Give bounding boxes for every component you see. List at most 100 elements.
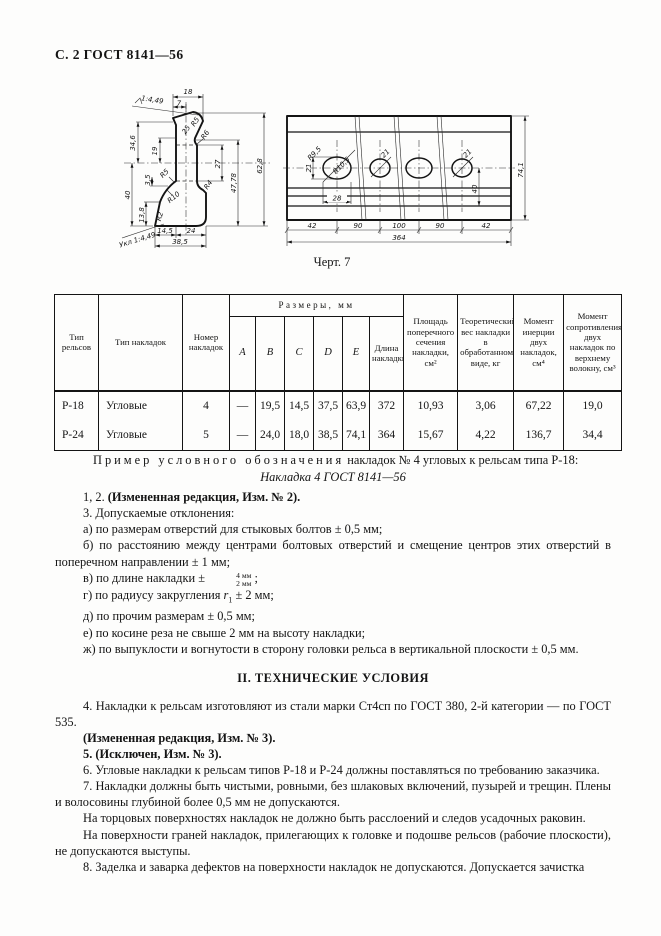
item-3v-text: в) по длине накладки ± bbox=[83, 570, 209, 585]
col-header-b: B bbox=[255, 316, 285, 391]
radius-subscript: 1 bbox=[228, 595, 233, 605]
cell-e: 74,1 bbox=[342, 420, 370, 450]
cell-c: 14,5 bbox=[284, 389, 314, 421]
item-7-sub1: На торцовых поверхностях накладок не дол… bbox=[83, 811, 586, 826]
dim-label: 38,5 bbox=[172, 238, 188, 246]
dim-label: 34,6 bbox=[129, 135, 137, 151]
figure-caption: Черт. 7 bbox=[313, 255, 351, 269]
dim-label: 40 bbox=[124, 190, 132, 199]
cell-num: 4 bbox=[182, 389, 230, 421]
section-dimension-lines bbox=[121, 94, 268, 248]
item-3: 3. Допускаемые отклонения: bbox=[83, 506, 235, 521]
dim-label: 14,5 bbox=[157, 227, 173, 235]
col-header-pad-number: Номер накладок bbox=[182, 294, 230, 391]
example-spaced-label: Пример условного обозначения bbox=[93, 453, 345, 467]
radius-label: R6 bbox=[199, 128, 211, 141]
dim-label: 28 bbox=[333, 195, 342, 203]
cell-weight: 4,22 bbox=[457, 420, 515, 450]
cell-d: 38,5 bbox=[313, 420, 343, 450]
item-1-2: 1, 2. (Измененная редакция, Изм. № 2). bbox=[55, 489, 611, 505]
cell-type: Угловые bbox=[98, 389, 183, 421]
section-2-title: II. ТЕХНИЧЕСКИЕ УСЛОВИЯ bbox=[237, 670, 429, 685]
dim-label: 25 bbox=[181, 123, 193, 135]
body-text: Пример условного обозначения накладок № … bbox=[55, 452, 611, 875]
item-3zh: ж) по выпуклости и вогнутости в сторону … bbox=[83, 641, 579, 656]
radius-label: R9,5 bbox=[306, 145, 323, 162]
item-3g: г) по радиусу закругления r1 ± 2 мм; bbox=[55, 587, 611, 609]
item-5: 5. (Исключен, Изм. № 3). bbox=[83, 747, 222, 762]
dim-label: 100 bbox=[392, 222, 406, 230]
section-profile-outline bbox=[154, 111, 207, 227]
fraction-top: 4 мм bbox=[236, 571, 252, 581]
dim-label: 3,5 bbox=[144, 174, 152, 186]
bolt-holes bbox=[322, 156, 473, 180]
cell-resistance: 19,0 bbox=[563, 389, 623, 421]
cell-rail: Р-18 bbox=[54, 389, 99, 421]
dim-label: 13,8 bbox=[138, 207, 146, 223]
item-3b: б) по расстоянию между центрами болтовых… bbox=[55, 538, 611, 569]
dim-label: 21 bbox=[462, 148, 474, 160]
plan-dimension-labels: R9,5 R10,5 21 28 21 21 40 74,1 42 90 100… bbox=[305, 145, 525, 242]
cell-length: 364 bbox=[368, 420, 405, 450]
section-centerlines bbox=[124, 102, 272, 236]
example-rest-text: накладок № 4 угловых к рельсам типа Р-18… bbox=[344, 453, 579, 467]
col-header-weight: Теоретический вес накладки в обработанно… bbox=[457, 294, 515, 391]
col-header-length: Длина накладки bbox=[368, 316, 405, 391]
dim-label: 47,78 bbox=[230, 172, 238, 193]
item-3v-tail: ; bbox=[251, 570, 258, 585]
dim-label: 42 bbox=[308, 222, 317, 230]
dim-label: 42 bbox=[482, 222, 491, 230]
cell-weight: 3,06 bbox=[457, 389, 515, 421]
cell-b: 19,5 bbox=[255, 389, 285, 421]
col-header-e: E bbox=[342, 316, 370, 391]
dim-label: 90 bbox=[436, 222, 445, 230]
item-1-2-note: (Измененная редакция, Изм. № 2). bbox=[107, 490, 301, 505]
cell-resistance: 34,4 bbox=[563, 420, 623, 450]
dim-label: 21 bbox=[380, 148, 392, 160]
cell-c: 18,0 bbox=[284, 420, 314, 450]
item-7: 7. Накладки должны быть чистыми, ровными… bbox=[55, 779, 611, 810]
fraction-bottom: 2 мм bbox=[236, 578, 252, 588]
item-6: 6. Угловые накладки к рельсам типов Р-18… bbox=[83, 763, 600, 778]
item-3d: д) по прочим размерам ± 0,5 мм; bbox=[83, 609, 255, 624]
col-header-d: D bbox=[313, 316, 343, 391]
cell-e: 63,9 bbox=[342, 389, 370, 421]
cell-a: — bbox=[229, 389, 256, 421]
radius-label: R10 bbox=[166, 190, 182, 205]
cell-a: — bbox=[229, 420, 256, 450]
dim-label: 19 bbox=[151, 146, 159, 155]
radius-label: R5 bbox=[158, 167, 171, 180]
table-row: Р-24 Угловые 5 — 24,0 18,0 38,5 74,1 364… bbox=[54, 420, 623, 450]
dim-label: 24 bbox=[187, 227, 196, 235]
plan-dimension-lines bbox=[284, 115, 529, 246]
cell-area: 10,93 bbox=[403, 389, 459, 421]
col-header-resistance: Момент сопротивления двух накладок по ве… bbox=[563, 294, 623, 391]
col-header-a: A bbox=[229, 316, 256, 391]
item-7-sub2: На поверхности граней накладок, прилегаю… bbox=[55, 827, 611, 858]
table-header: Тип рельсов Тип накладок Номер накладок … bbox=[54, 294, 623, 391]
dim-label: 18 bbox=[184, 88, 193, 96]
col-header-area: Площадь поперечного сечения накладки, см… bbox=[403, 294, 459, 391]
col-header-c: C bbox=[284, 316, 314, 391]
section-drawing: 18 7 1:4,49 34,6 19 25 R5 R6 27 47,78 62… bbox=[116, 76, 286, 256]
dimensions-table: Тип рельсов Тип накладок Номер накладок … bbox=[54, 294, 623, 451]
table-row: Р-18 Угловые 4 — 19,5 14,5 37,5 63,9 372… bbox=[54, 389, 623, 421]
designation-line: Накладка 4 ГОСТ 8141—56 bbox=[260, 470, 406, 485]
item-3g-text: г) по радиусу закругления bbox=[83, 587, 224, 602]
radius-variable: r bbox=[223, 587, 229, 602]
cell-inertia: 67,22 bbox=[513, 389, 565, 421]
col-group-sizes: Размеры, мм bbox=[228, 294, 405, 317]
cell-length: 372 bbox=[368, 389, 405, 421]
dim-label: 7 bbox=[177, 100, 182, 108]
item-4-note: (Измененная редакция, Изм. № 3). bbox=[83, 730, 276, 745]
plan-drawing: R9,5 R10,5 21 28 21 21 40 74,1 42 90 100… bbox=[283, 110, 541, 252]
cell-rail: Р-24 bbox=[54, 420, 99, 450]
page-header: С. 2 ГОСТ 8141—56 bbox=[55, 47, 184, 62]
item-3a: а) по размерам отверстий для стыковых бо… bbox=[83, 522, 383, 537]
dim-label: 364 bbox=[392, 234, 405, 242]
cell-b: 24,0 bbox=[255, 420, 285, 450]
item-4: 4. Накладки к рельсам изготовляют из ста… bbox=[55, 698, 611, 729]
item-3e: е) по косине реза не свыше 2 мм на высот… bbox=[83, 625, 366, 640]
